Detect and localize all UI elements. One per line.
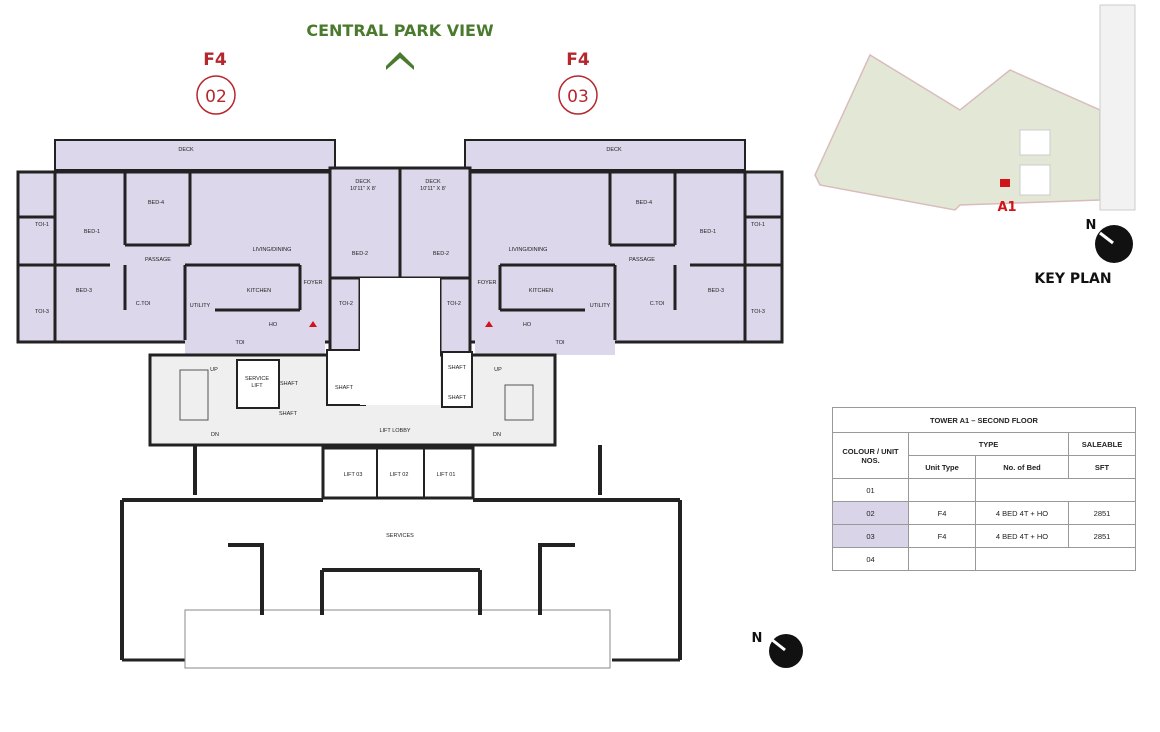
- key-plan-title: KEY PLAN: [1034, 271, 1111, 287]
- unit-badge-02: F4 02: [196, 50, 236, 115]
- svg-text:A1: A1: [997, 200, 1016, 215]
- svg-text:BED-4: BED-4: [636, 200, 652, 206]
- col-type: TYPE: [908, 432, 1069, 456]
- svg-text:LIFT LOBBY: LIFT LOBBY: [379, 428, 410, 434]
- interior-walls: [18, 172, 782, 342]
- table-row: 03 F4 4 BED 4T + HO 2851: [832, 524, 1136, 548]
- svg-text:SHAFT: SHAFT: [448, 365, 467, 371]
- services-area: [120, 445, 682, 669]
- table-title: TOWER A1 – SECOND FLOOR: [832, 407, 1136, 433]
- svg-text:BED-2: BED-2: [433, 251, 449, 257]
- svg-text:LIFT: LIFT: [251, 383, 263, 389]
- svg-text:N: N: [752, 631, 763, 646]
- svg-text:TOI: TOI: [235, 340, 245, 346]
- unit-03-area: [463, 139, 784, 355]
- svg-text:02: 02: [205, 87, 227, 107]
- key-plan-north-icon: N: [1086, 218, 1133, 263]
- svg-text:SHAFT: SHAFT: [448, 395, 467, 401]
- unit-badge-03: F4 03: [558, 50, 598, 115]
- svg-text:TOI-1: TOI-1: [35, 222, 49, 228]
- svg-text:BED-2: BED-2: [352, 251, 368, 257]
- svg-text:C.TOI: C.TOI: [136, 301, 151, 307]
- svg-text:PASSAGE: PASSAGE: [145, 257, 171, 263]
- svg-text:10'11" X 8': 10'11" X 8': [350, 186, 376, 192]
- svg-text:LIVING/DINING: LIVING/DINING: [509, 247, 548, 253]
- svg-text:C.TOI: C.TOI: [650, 301, 665, 307]
- arrow-up-icon: [386, 52, 414, 70]
- svg-text:LIFT 03: LIFT 03: [344, 472, 363, 478]
- unit-03-labels: DECK BED-4 BED-1 LIVING/DINING PASSAGE K…: [447, 147, 765, 346]
- key-plan-map: A1: [814, 4, 1136, 215]
- svg-text:KITCHEN: KITCHEN: [529, 288, 553, 294]
- svg-text:UP: UP: [494, 367, 502, 373]
- svg-text:HO: HO: [523, 322, 532, 328]
- svg-text:KITCHEN: KITCHEN: [247, 288, 271, 294]
- svg-text:10'11" X 8': 10'11" X 8': [420, 186, 446, 192]
- svg-text:SERVICE: SERVICE: [245, 376, 269, 382]
- svg-text:TOI-2: TOI-2: [447, 301, 461, 307]
- sub-beds: No. of Bed: [975, 455, 1069, 479]
- bed2-labels: DECK 10'11" X 8' DECK 10'11" X 8' BED-2 …: [350, 179, 449, 257]
- view-label: CENTRAL PARK VIEW: [306, 21, 494, 40]
- svg-text:DECK: DECK: [425, 179, 441, 185]
- sub-unit-type: Unit Type: [908, 455, 976, 479]
- svg-text:LIVING/DINING: LIVING/DINING: [253, 247, 292, 253]
- svg-text:TOI-3: TOI-3: [35, 309, 49, 315]
- svg-text:UTILITY: UTILITY: [190, 303, 211, 309]
- table-row: 04: [832, 547, 1136, 571]
- svg-text:SHAFT: SHAFT: [280, 381, 299, 387]
- svg-text:TOI: TOI: [555, 340, 565, 346]
- core-area: [148, 278, 557, 500]
- svg-text:TOI-1: TOI-1: [751, 222, 765, 228]
- col-unit: COLOUR / UNIT NOS.: [832, 432, 909, 479]
- svg-text:FOYER: FOYER: [478, 280, 497, 286]
- svg-text:PASSAGE: PASSAGE: [629, 257, 655, 263]
- svg-text:BED-1: BED-1: [700, 229, 716, 235]
- table-row: 01: [832, 478, 1136, 502]
- svg-text:SERVICES: SERVICES: [386, 533, 414, 539]
- svg-text:LIFT 02: LIFT 02: [390, 472, 409, 478]
- svg-text:SHAFT: SHAFT: [279, 411, 298, 417]
- sub-sft: SFT: [1068, 455, 1136, 479]
- svg-text:DN: DN: [211, 432, 219, 438]
- svg-text:DECK: DECK: [178, 147, 194, 153]
- svg-text:F4: F4: [203, 50, 227, 70]
- svg-text:03: 03: [567, 87, 589, 107]
- svg-text:DECK: DECK: [355, 179, 371, 185]
- svg-text:BED-4: BED-4: [148, 200, 164, 206]
- unit-02-labels: DECK BED-4 BED-1 LIVING/DINING PASSAGE K…: [35, 147, 353, 346]
- svg-text:BED-3: BED-3: [76, 288, 92, 294]
- core-labels: SERVICE LIFT SHAFT SHAFT SHAFT SHAFT SHA…: [210, 365, 502, 539]
- svg-text:HO: HO: [269, 322, 278, 328]
- north-arrow-icon: N: [752, 631, 803, 668]
- table-row: 02 F4 4 BED 4T + HO 2851: [832, 501, 1136, 525]
- svg-text:TOI-2: TOI-2: [339, 301, 353, 307]
- svg-text:TOI-3: TOI-3: [751, 309, 765, 315]
- svg-text:UTILITY: UTILITY: [590, 303, 611, 309]
- svg-text:SHAFT: SHAFT: [335, 385, 354, 391]
- col-saleable: SALEABLE: [1068, 432, 1136, 456]
- svg-text:LIFT 01: LIFT 01: [437, 472, 456, 478]
- svg-text:DECK: DECK: [606, 147, 622, 153]
- svg-text:DN: DN: [493, 432, 501, 438]
- svg-text:FOYER: FOYER: [304, 280, 323, 286]
- svg-text:UP: UP: [210, 367, 218, 373]
- svg-text:BED-1: BED-1: [84, 229, 100, 235]
- tower-marker: [1000, 179, 1010, 187]
- unit-table: TOWER A1 – SECOND FLOOR COLOUR / UNIT NO…: [832, 407, 1136, 571]
- svg-text:BED-3: BED-3: [708, 288, 724, 294]
- svg-text:N: N: [1086, 218, 1097, 233]
- svg-text:F4: F4: [566, 50, 590, 70]
